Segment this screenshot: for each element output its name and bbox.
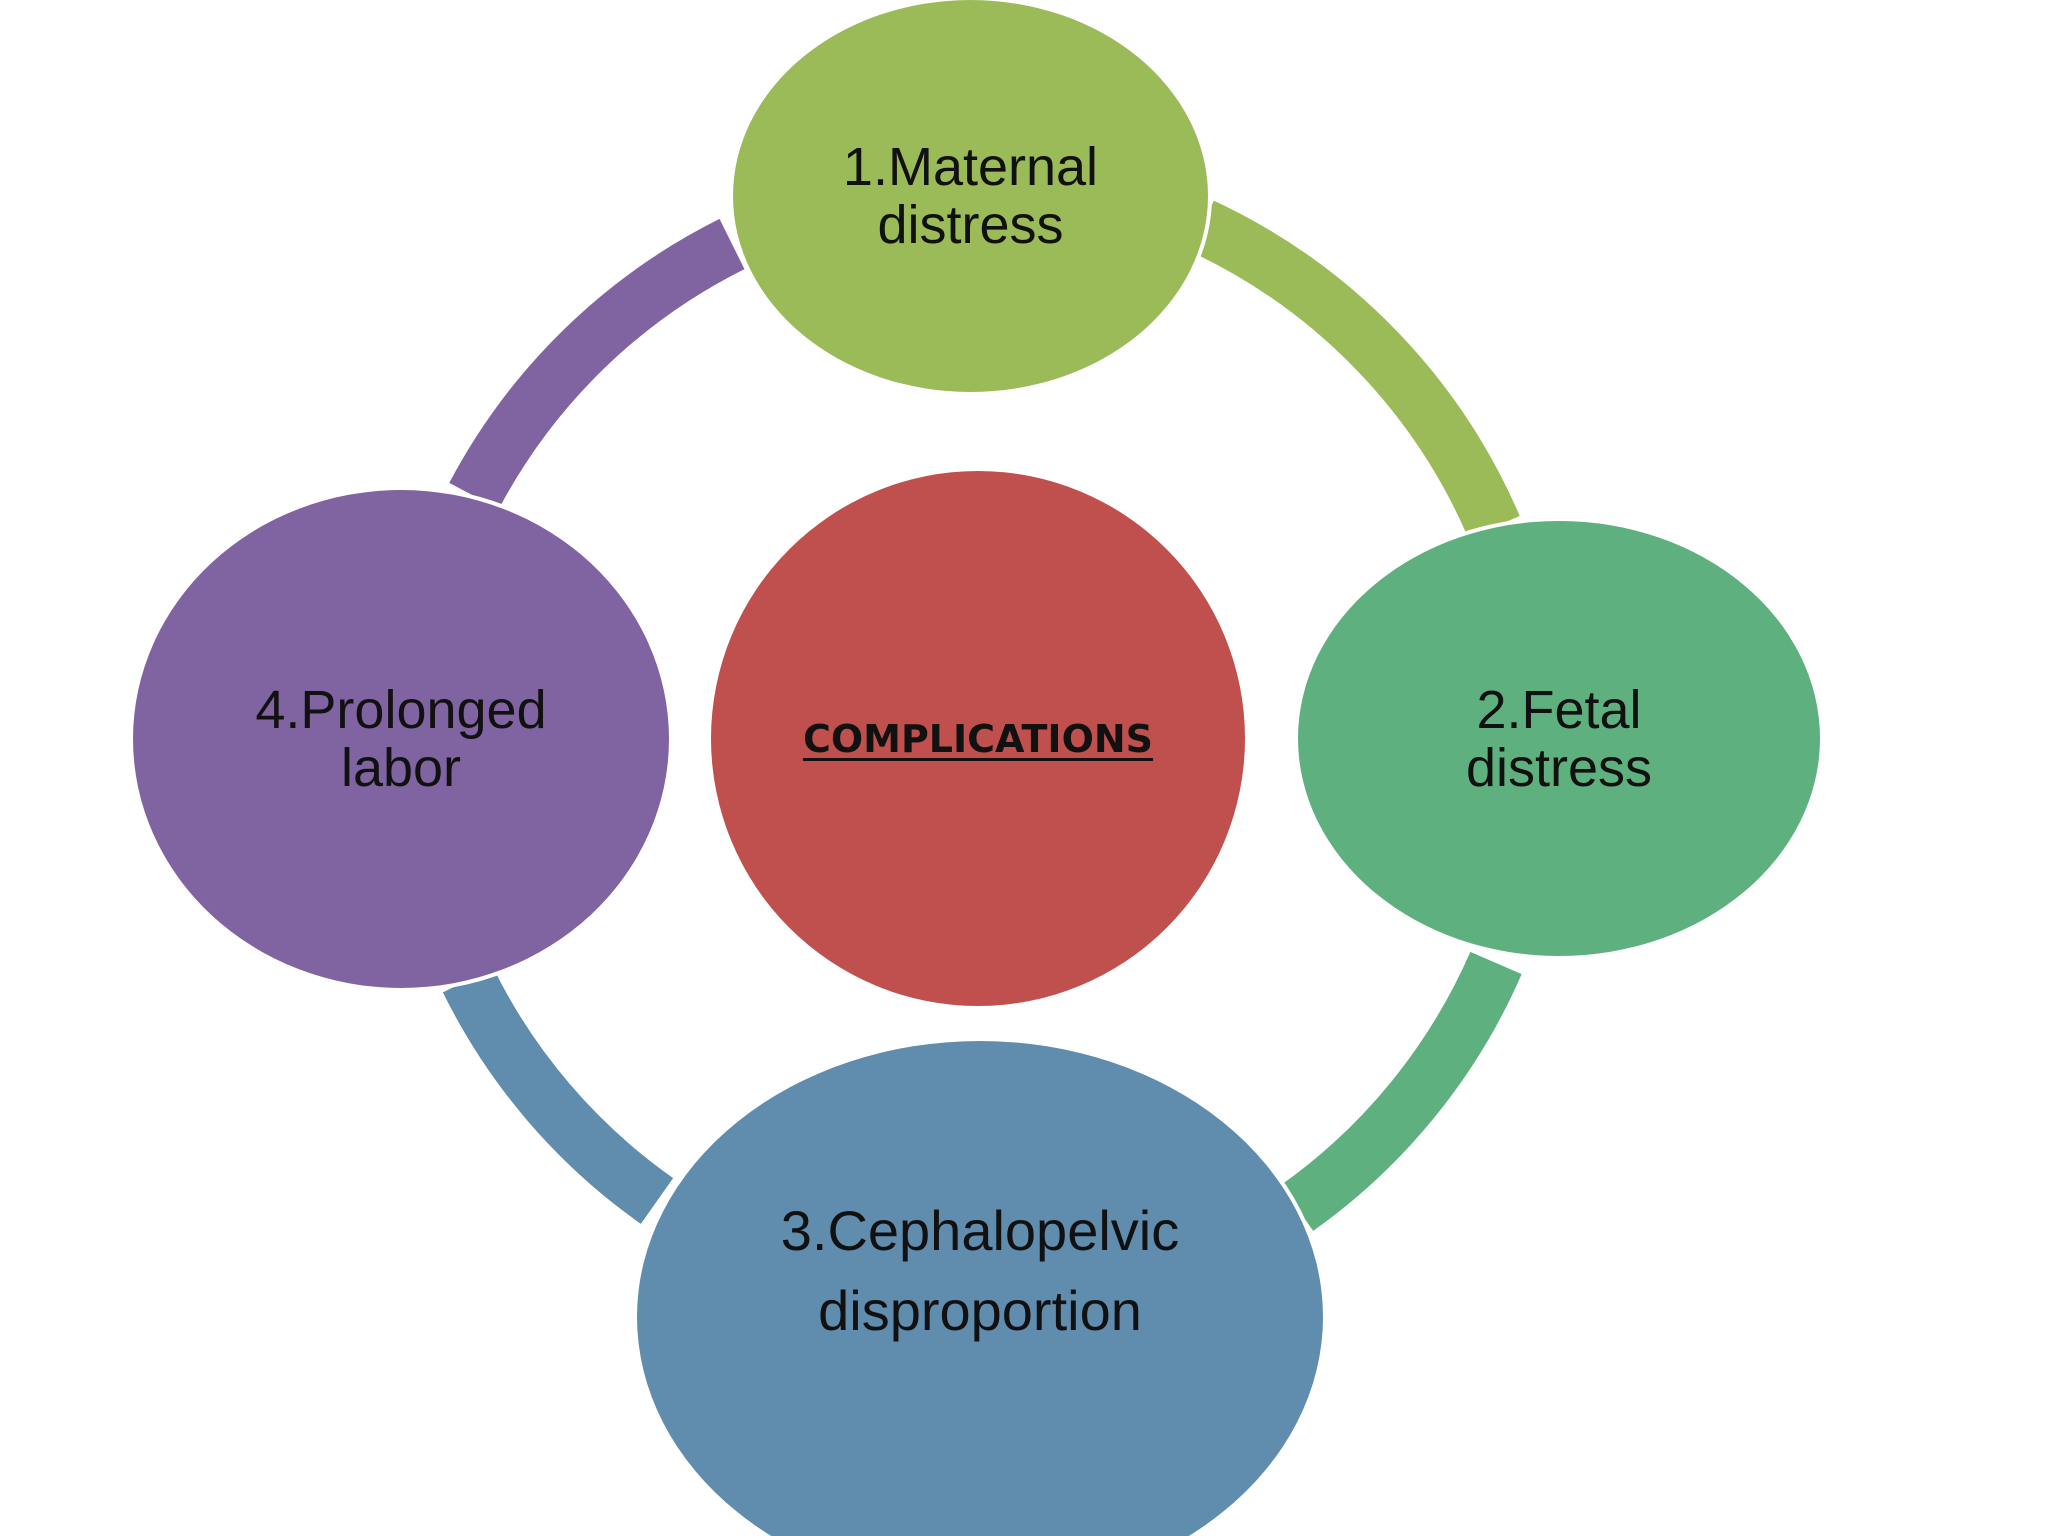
node-label: 3.Cephalopelvic disproportion [781, 1191, 1179, 1351]
arc-prolonged-to-maternal [449, 218, 745, 510]
node-label-line: 2.Fetal [1476, 679, 1642, 740]
node-label-line: distress [877, 195, 1064, 255]
node-label: 2.Fetal distress [1466, 681, 1652, 797]
center-label: COMPLICATIONS [802, 716, 1154, 761]
node-maternal-distress: 1.Maternal distress [729, 0, 1212, 396]
arc-fetal-to-cpd [1280, 951, 1522, 1231]
node-label-line: 3.Cephalopelvic [780, 1199, 1180, 1262]
arc-maternal-to-fetal [1190, 200, 1520, 539]
arc-cpd-to-prolonged [442, 967, 674, 1224]
node-label-line: 1.Maternal [842, 137, 1099, 197]
node-label: 1.Maternal distress [843, 138, 1098, 254]
node-label-line: distress [1465, 737, 1653, 798]
node-fetal-distress: 2.Fetal distress [1294, 517, 1824, 960]
node-label-line: 4.Prolonged [255, 680, 547, 740]
node-label-line: disproportion [818, 1279, 1142, 1342]
node-label-line: labor [340, 738, 462, 798]
center-node-complications: COMPLICATIONS [707, 467, 1249, 1010]
node-cephalopelvic-disproportion: 3.Cephalopelvic disproportion [633, 1037, 1327, 1536]
node-prolonged-labor: 4.Prolonged labor [129, 486, 673, 992]
node-label: 4.Prolonged labor [255, 681, 546, 797]
